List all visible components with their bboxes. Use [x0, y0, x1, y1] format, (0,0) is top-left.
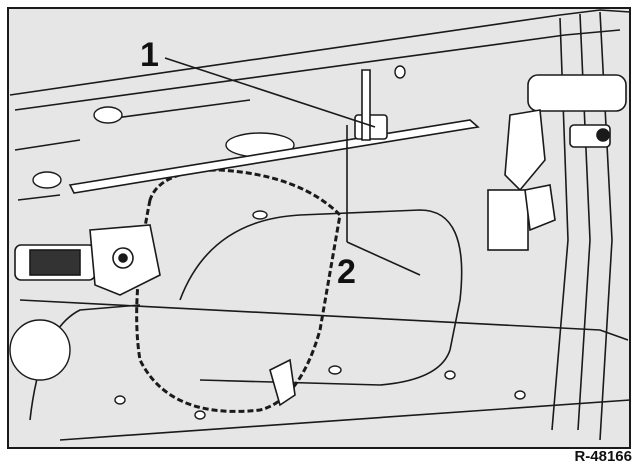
leader-line-2b [346, 241, 421, 276]
callout-1: 1 [140, 36, 159, 74]
leader-line-1 [164, 57, 376, 128]
lower-bracket [269, 358, 296, 407]
figure-border [7, 7, 631, 449]
callout-2: 2 [337, 253, 356, 291]
regulator-slider [354, 69, 388, 141]
door-handle [487, 74, 627, 251]
regulator-motor [14, 224, 161, 296]
panel-holes [9, 65, 526, 420]
reference-number: R-48166 [574, 448, 632, 465]
regulator-cable [135, 168, 342, 413]
